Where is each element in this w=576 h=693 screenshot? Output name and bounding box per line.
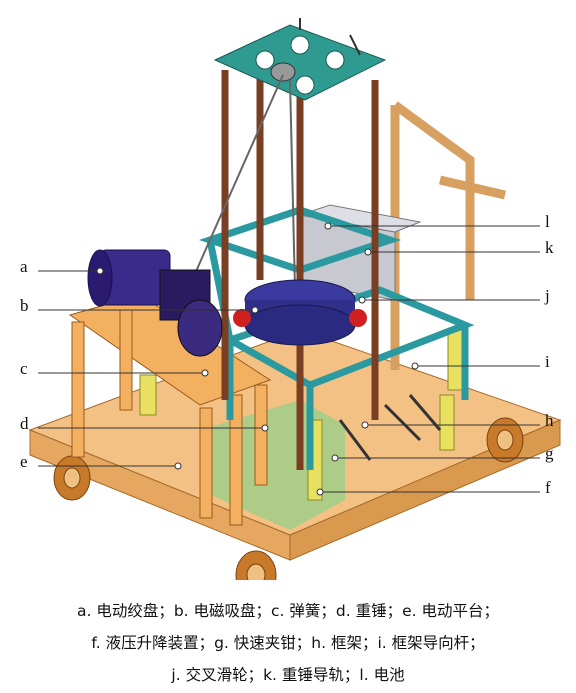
quick-clamps — [338, 394, 442, 461]
cables — [189, 74, 296, 291]
label-d: d — [20, 414, 29, 433]
spring-stand — [68, 294, 272, 526]
label-c: c — [20, 359, 28, 378]
caption-line-2: f. 液压升降装置；g. 快速夹钳；h. 框架；i. 框架导向杆； — [91, 634, 485, 652]
label-k: k — [545, 238, 554, 257]
label-i: i — [545, 352, 550, 371]
leader-dots — [96, 222, 419, 496]
label-a: a — [20, 257, 28, 276]
label-h: h — [545, 411, 554, 430]
device-illustration — [28, 18, 562, 600]
top-plate — [213, 18, 387, 101]
label-f: f — [545, 478, 551, 497]
label-j: j — [545, 286, 550, 305]
device-diagram: a b c d e f g h i j k l — [20, 18, 562, 600]
hammer-weight — [244, 279, 356, 346]
label-l: l — [545, 212, 550, 231]
label-e: e — [20, 452, 28, 471]
electric-winch — [87, 249, 223, 357]
label-b: b — [20, 296, 29, 315]
label-g: g — [545, 444, 554, 463]
caption-line-3: j. 交叉滑轮；k. 重锤导轨；l. 电池 — [171, 666, 405, 684]
caption-line-1: a. 电动绞盘；b. 电磁吸盘；c. 弹簧；d. 重锤；e. 电动平台； — [76, 602, 499, 620]
leader-lines — [38, 225, 540, 493]
